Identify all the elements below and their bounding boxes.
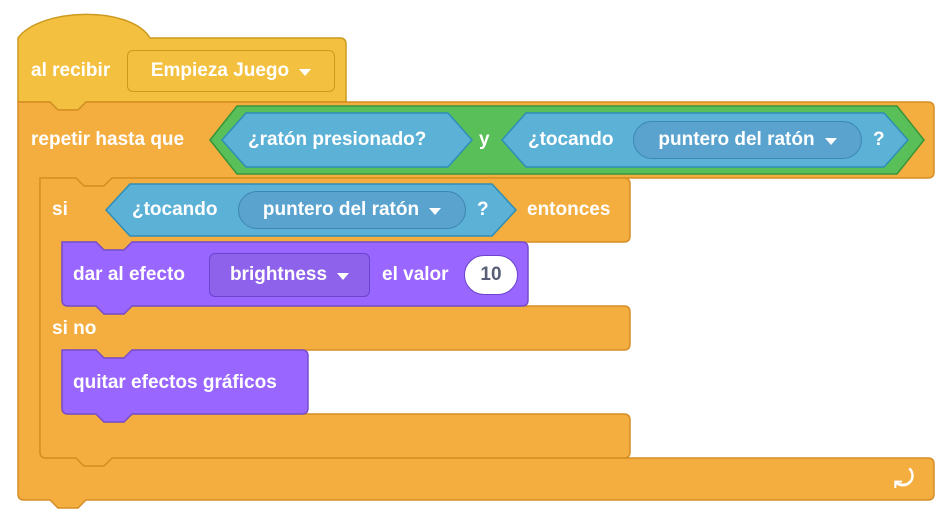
and-label: y bbox=[479, 129, 490, 150]
repeat-until-label: repetir hasta que bbox=[31, 129, 185, 150]
question-mark-condition: ? bbox=[873, 129, 885, 150]
effect-dropdown[interactable]: brightness bbox=[209, 253, 370, 297]
touching-label-if: ¿tocando bbox=[132, 199, 218, 220]
then-label: entonces bbox=[527, 199, 611, 220]
touching-target-dropdown-condition[interactable]: puntero del ratón bbox=[633, 121, 862, 159]
touching-target-dropdown-if[interactable]: puntero del ratón bbox=[238, 191, 466, 229]
clear-effects-block[interactable] bbox=[61, 349, 309, 423]
touching-target-value-if: puntero del ratón bbox=[262, 199, 420, 220]
loop-arrow-icon: ⤾ bbox=[894, 466, 914, 493]
message-dropdown-value: Empieza Juego bbox=[150, 60, 290, 81]
if-label: si bbox=[52, 199, 68, 220]
mouse-down-label: ¿ratón presionado? bbox=[248, 129, 427, 150]
clear-effects-label: quitar efectos gráficos bbox=[73, 372, 277, 393]
caret-down-icon bbox=[429, 207, 442, 215]
caret-down-icon bbox=[824, 137, 837, 145]
else-label: si no bbox=[52, 318, 97, 339]
when-receive-label: al recibir bbox=[31, 60, 111, 81]
message-dropdown[interactable]: Empieza Juego bbox=[127, 50, 335, 92]
touching-target-value-condition: puntero del ratón bbox=[658, 129, 815, 150]
set-effect-to-label: el valor bbox=[382, 264, 449, 285]
effect-dropdown-value: brightness bbox=[229, 264, 328, 285]
effect-value-input[interactable]: 10 bbox=[464, 255, 518, 295]
caret-down-icon bbox=[337, 272, 350, 280]
touching-label-condition: ¿tocando bbox=[528, 129, 614, 150]
caret-down-icon bbox=[299, 68, 312, 76]
question-mark-if: ? bbox=[477, 199, 489, 220]
if-else-block[interactable] bbox=[39, 177, 631, 467]
mouse-down-block[interactable] bbox=[220, 112, 474, 168]
set-effect-label: dar al efecto bbox=[73, 264, 185, 285]
